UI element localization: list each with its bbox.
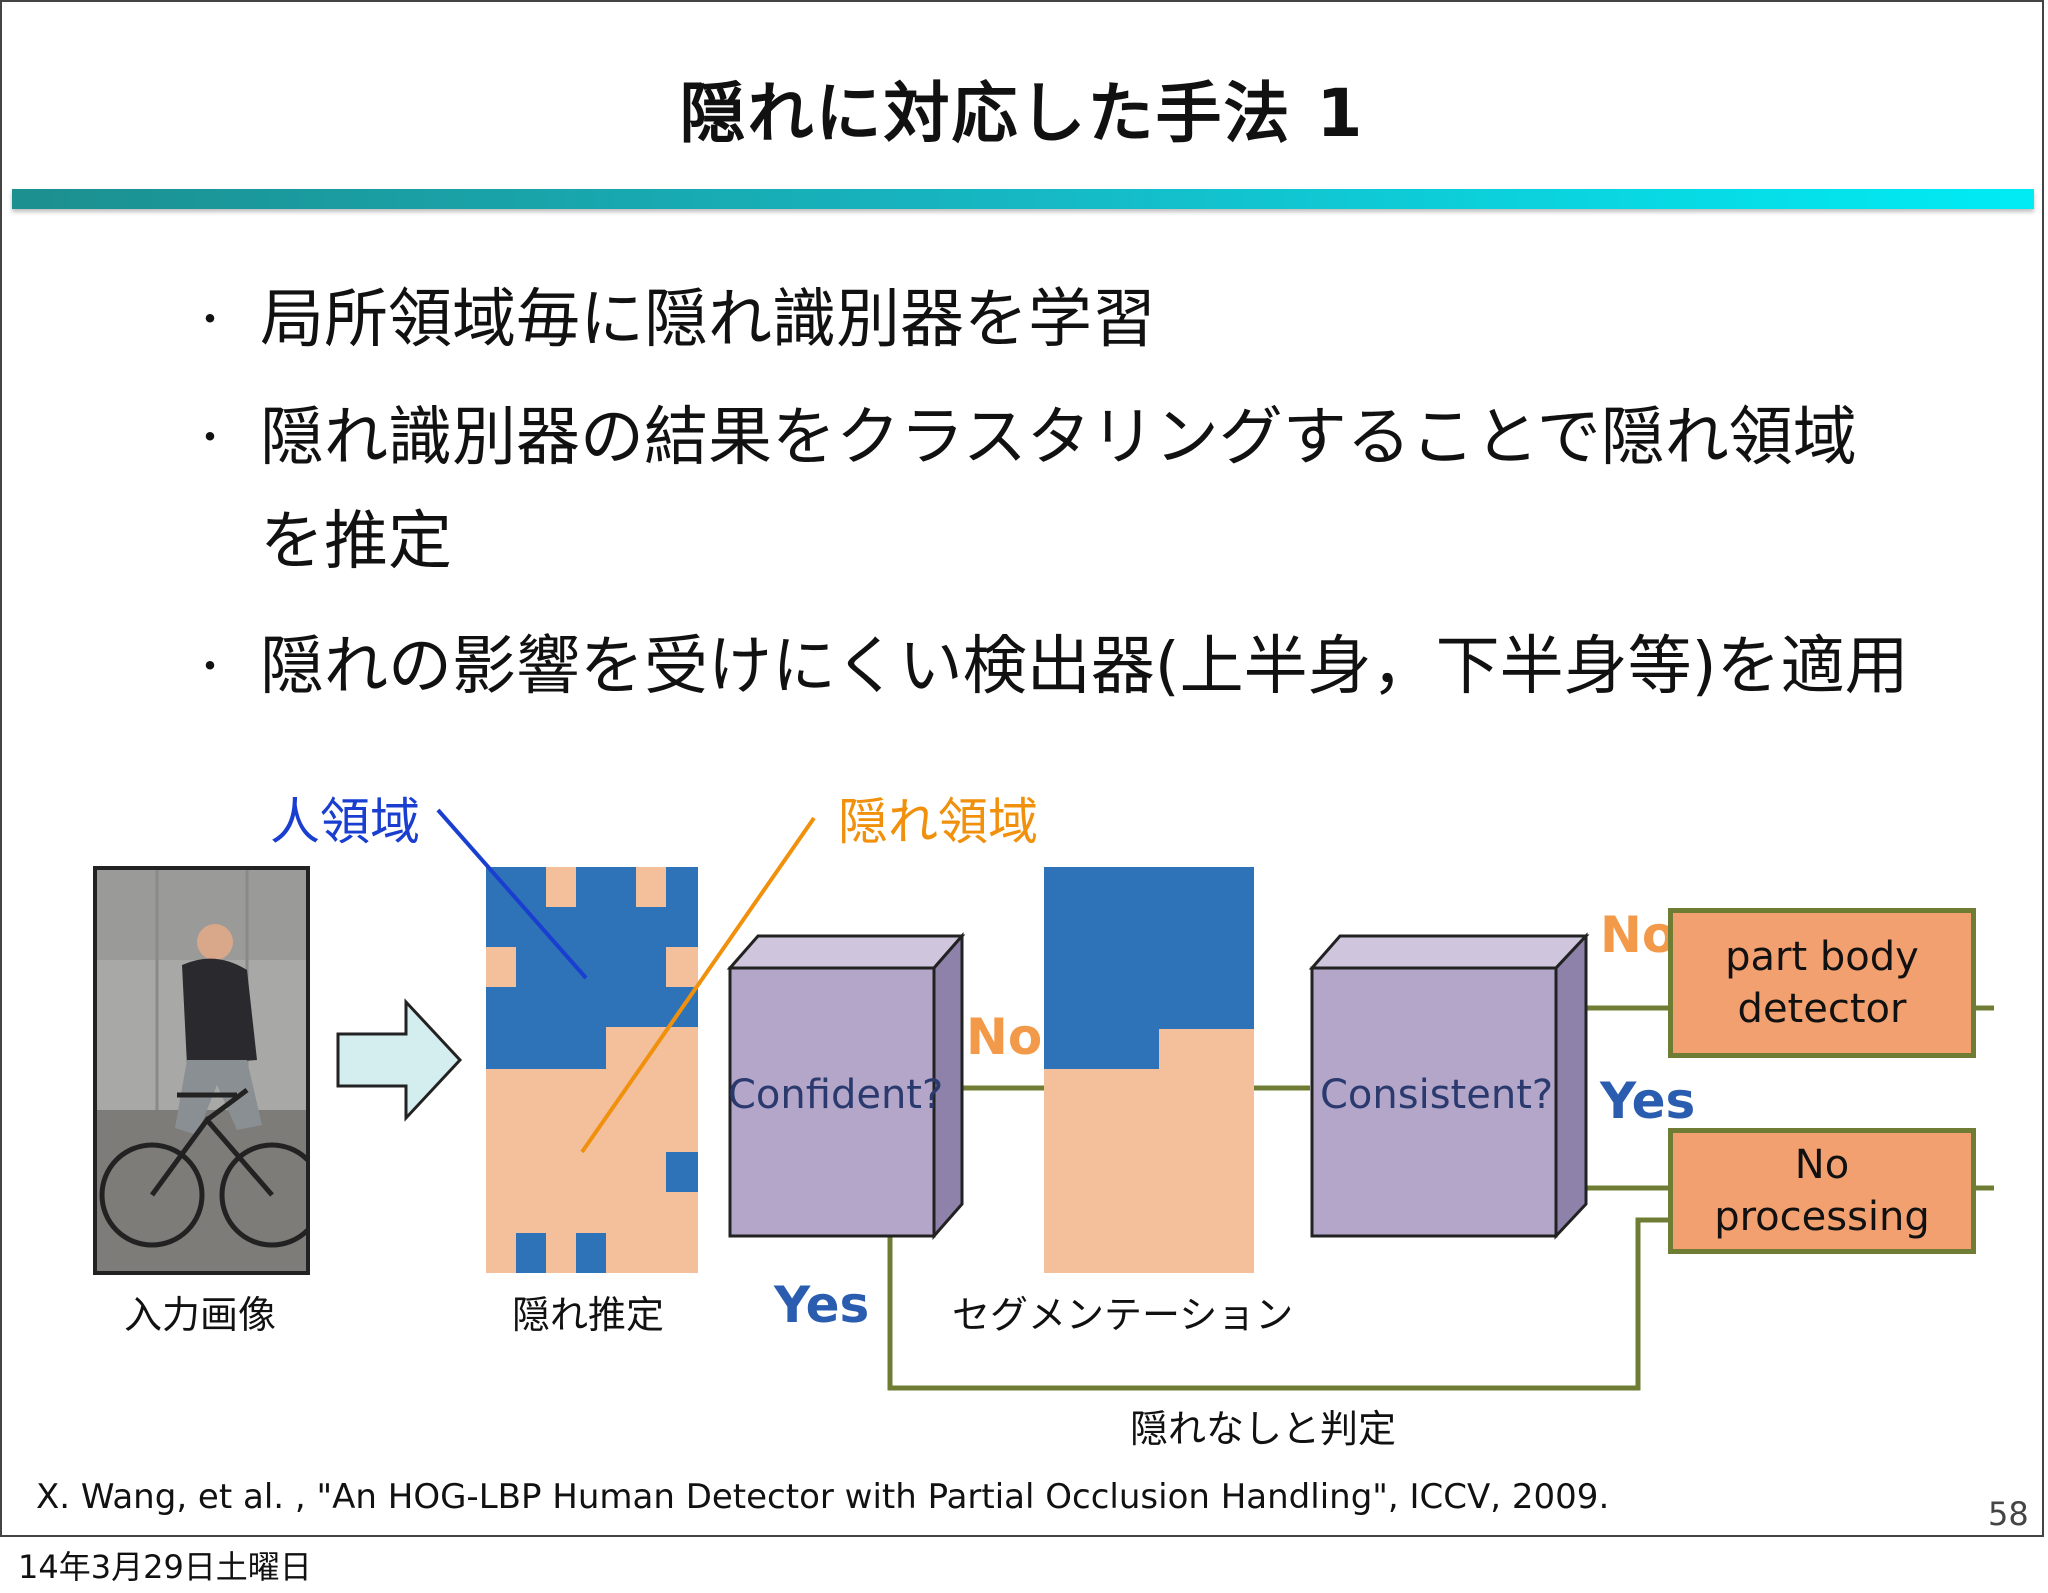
human-region-label: 人領域 bbox=[270, 793, 420, 851]
no-processing-line-2: processing bbox=[1714, 1194, 1930, 1240]
part-body-detector-box: part body detector bbox=[1668, 908, 1976, 1058]
bullet-3-text: 隠れの影響を受けにくい検出器(上半身，下半身等)を適用 bbox=[260, 630, 1909, 704]
page-number: 58 bbox=[1988, 1495, 2029, 1533]
segmentation-caption: セグメンテーション bbox=[952, 1293, 1294, 1337]
slide: 隠れに対応した手法 1 ・ 局所領域毎に隠れ識別器を学習 ・ 隠れ識別器の結果を… bbox=[0, 0, 2044, 1537]
bullet-3: ・ 隠れの影響を受けにくい検出器(上半身，下半身等)を適用 bbox=[190, 615, 1909, 719]
consistent-cube bbox=[1308, 932, 1590, 1240]
bullet-marker: ・ bbox=[190, 644, 230, 690]
no-label-consistent: No bbox=[1600, 906, 1677, 964]
bullet-2-text: 隠れ識別器の結果をクラスタリングすることで隠れ領域 bbox=[260, 401, 1857, 475]
no-occlusion-caption: 隠れなしと判定 bbox=[1130, 1407, 1397, 1451]
confident-cube bbox=[726, 932, 966, 1240]
date-stamp: 14年3月29日土曜日 bbox=[18, 1548, 312, 1586]
slide-title: 隠れに対応した手法 1 bbox=[679, 75, 1365, 152]
bullet-2-continued: を推定 bbox=[260, 490, 452, 594]
segmentation-map bbox=[1044, 867, 1254, 1273]
occlusion-region-label: 隠れ領域 bbox=[838, 793, 1038, 851]
input-image-caption: 入力画像 bbox=[124, 1293, 277, 1337]
human-region-pointer bbox=[436, 808, 588, 980]
part-body-line-1: part body bbox=[1725, 934, 1919, 980]
no-processing-line-1: No bbox=[1794, 1142, 1850, 1188]
yes-label-consistent: Yes bbox=[1600, 1072, 1696, 1130]
confident-label: Confident? bbox=[728, 1072, 944, 1118]
flow-diagram-lines bbox=[436, 808, 1994, 1391]
bullet-2-text-continued: を推定 bbox=[260, 505, 452, 579]
bullet-2: ・ 隠れ識別器の結果をクラスタリングすることで隠れ領域 bbox=[190, 386, 1857, 490]
consistent-label: Consistent? bbox=[1320, 1072, 1554, 1118]
occlusion-estimate-map bbox=[486, 867, 698, 1273]
bullet-1-text: 局所領域毎に隠れ識別器を学習 bbox=[260, 283, 1156, 357]
connector-lines bbox=[887, 1005, 1994, 1391]
occlusion-estimate-caption: 隠れ推定 bbox=[512, 1293, 665, 1337]
no-label-confident: No bbox=[966, 1008, 1043, 1066]
right-arrow-icon bbox=[336, 998, 463, 1122]
bullet-marker: ・ bbox=[190, 297, 230, 343]
bullet-marker: ・ bbox=[190, 415, 230, 461]
input-image-photo bbox=[93, 866, 310, 1275]
title-underline bbox=[12, 189, 2034, 209]
bullet-1: ・ 局所領域毎に隠れ識別器を学習 bbox=[190, 268, 1156, 372]
citation: X. Wang, et al. , "An HOG-LBP Human Dete… bbox=[36, 1477, 1610, 1517]
part-body-line-2: detector bbox=[1737, 986, 1907, 1032]
no-processing-box: No processing bbox=[1668, 1128, 1976, 1254]
occlusion-region-pointer bbox=[580, 816, 816, 1154]
yes-label-confident: Yes bbox=[774, 1276, 870, 1334]
